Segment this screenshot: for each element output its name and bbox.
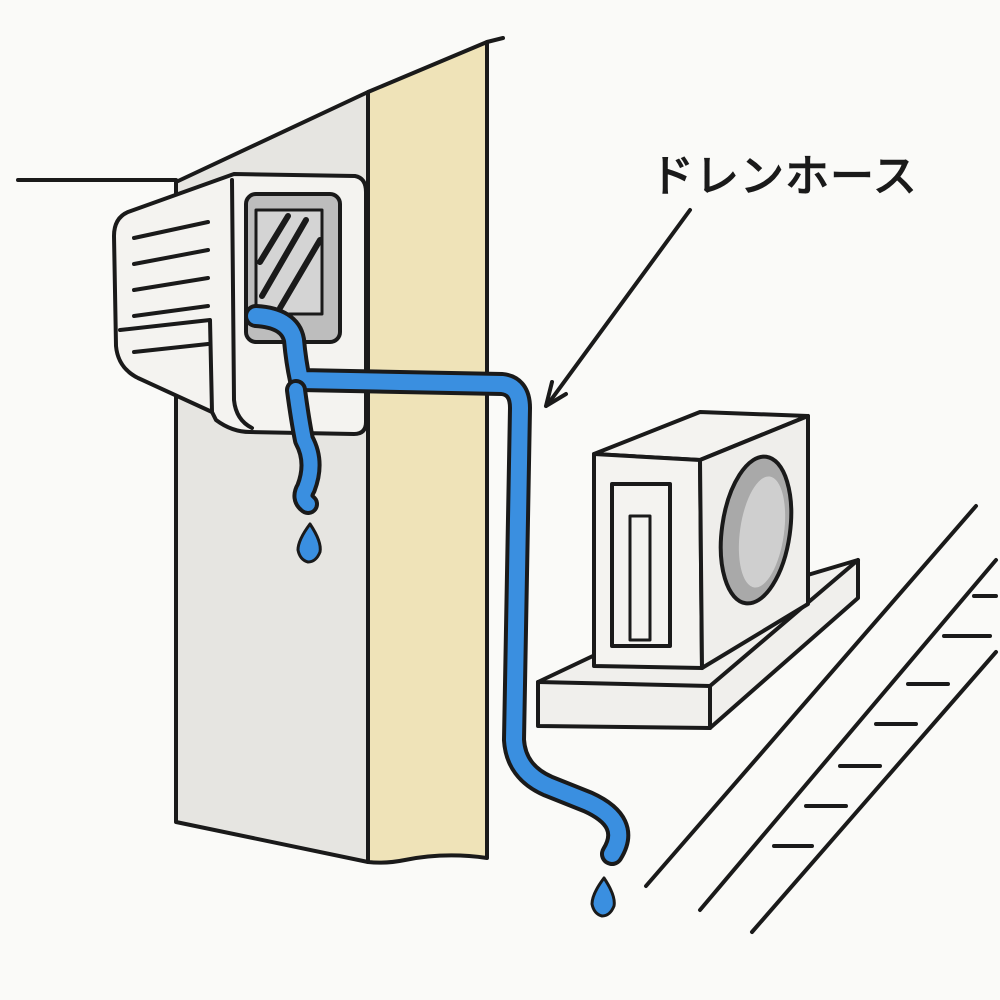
outdoor-unit-icon	[592, 410, 810, 670]
vent-slat-3	[277, 237, 323, 311]
ground-lines	[644, 504, 998, 934]
louver-5	[132, 342, 210, 354]
louver-3	[132, 276, 210, 292]
water-stream	[285, 379, 322, 515]
water-drop-icon	[590, 876, 616, 918]
drain-hose-label: ドレンホース	[650, 151, 918, 202]
louver-2	[132, 248, 210, 266]
louver-4	[132, 304, 210, 318]
indoor-unit-bottom-ridge	[118, 318, 214, 414]
louver-1	[132, 220, 210, 240]
vent-slat-2	[259, 217, 309, 299]
vent-slat-1	[257, 213, 291, 265]
label-arrow	[544, 208, 692, 408]
wall-edge	[366, 40, 489, 865]
wall-top-line	[485, 36, 505, 44]
drain-hose	[244, 304, 631, 866]
indoor-unit-icon	[112, 172, 368, 436]
hose-fill	[248, 308, 627, 862]
water-drop-icon	[296, 522, 322, 564]
indoor-unit-side-face	[230, 178, 254, 430]
outdoor-unit-fan-highlight	[738, 476, 786, 588]
outdoor-unit-panel-slot	[628, 514, 652, 642]
